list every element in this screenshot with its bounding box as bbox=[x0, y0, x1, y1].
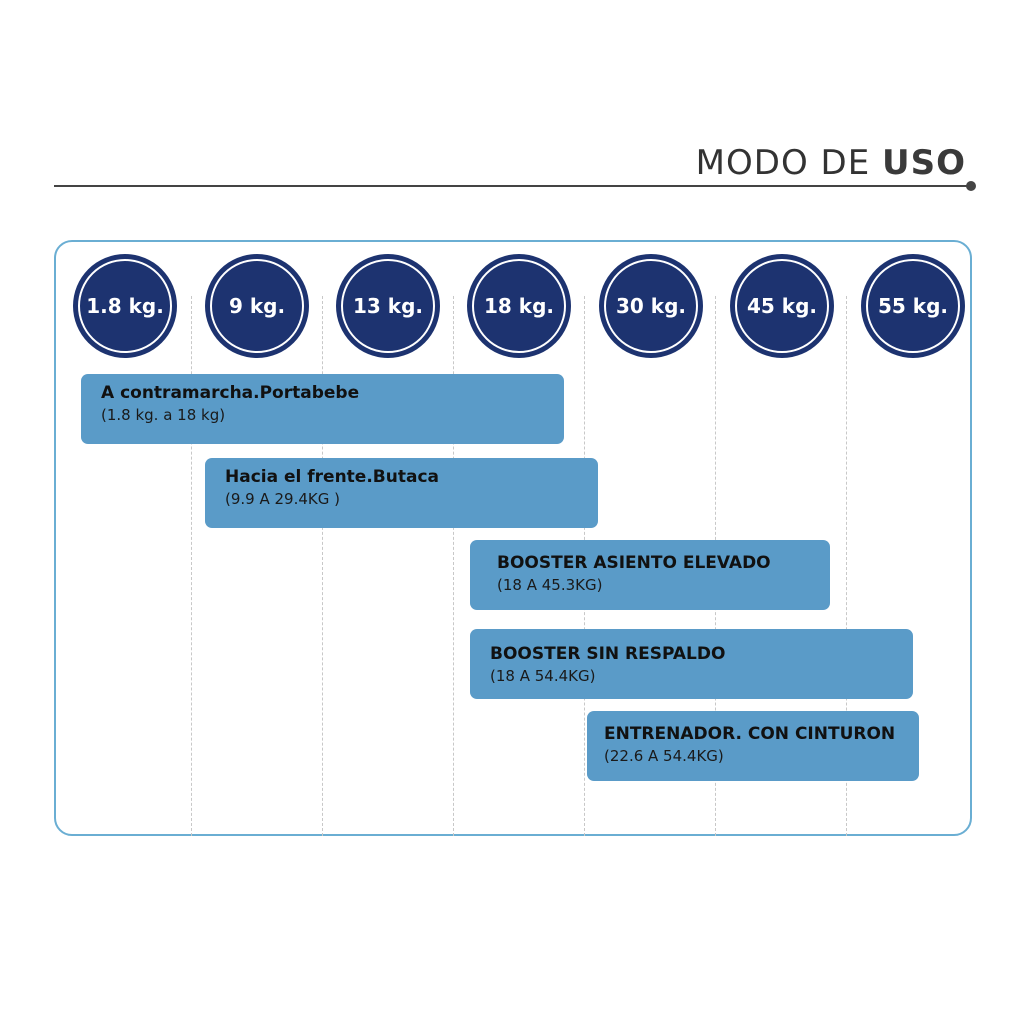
weight-circle-6: 45 kg. bbox=[730, 254, 834, 358]
page-title: MODO DE USO bbox=[696, 143, 966, 183]
weight-circle-7: 55 kg. bbox=[861, 254, 965, 358]
mode-range: (1.8 kg. a 18 kg) bbox=[101, 406, 226, 424]
mode-range: (18 A 45.3KG) bbox=[497, 576, 603, 594]
mode-bar-high-back-booster: BOOSTER ASIENTO ELEVADO (18 A 45.3KG) bbox=[470, 540, 830, 610]
mode-bar-belt-trainer: ENTRENADOR. CON CINTURON (22.6 A 54.4KG) bbox=[587, 711, 919, 781]
weight-label: 18 kg. bbox=[483, 294, 554, 318]
weight-label: 13 kg. bbox=[352, 294, 423, 318]
mode-range: (18 A 54.4KG) bbox=[490, 667, 596, 685]
title-light: MODO DE bbox=[695, 143, 882, 183]
weight-label: 1.8 kg. bbox=[86, 294, 164, 318]
mode-title: Hacia el frente.Butaca bbox=[225, 467, 440, 487]
weight-circle-2: 9 kg. bbox=[205, 254, 309, 358]
column-divider bbox=[191, 296, 192, 836]
mode-range: (9.9 A 29.4KG ) bbox=[225, 490, 340, 508]
column-divider bbox=[453, 296, 454, 836]
title-underline bbox=[54, 185, 970, 187]
weight-circle-4: 18 kg. bbox=[467, 254, 571, 358]
mode-range: (22.6 A 54.4KG) bbox=[604, 747, 724, 765]
mode-title: A contramarcha.Portabebe bbox=[101, 383, 360, 403]
weight-label: 55 kg. bbox=[877, 294, 948, 318]
weight-label: 9 kg. bbox=[228, 294, 286, 318]
mode-bar-rear-facing: A contramarcha.Portabebe (1.8 kg. a 18 k… bbox=[81, 374, 564, 444]
weight-circle-5: 30 kg. bbox=[599, 254, 703, 358]
mode-bar-backless-booster: BOOSTER SIN RESPALDO (18 A 54.4KG) bbox=[470, 629, 913, 699]
weight-circle-1: 1.8 kg. bbox=[73, 254, 177, 358]
mode-title: ENTRENADOR. CON CINTURON bbox=[604, 724, 896, 744]
weight-label: 30 kg. bbox=[615, 294, 686, 318]
column-divider bbox=[846, 296, 847, 836]
mode-title: BOOSTER SIN RESPALDO bbox=[490, 644, 726, 664]
title-bold: USO bbox=[882, 143, 966, 183]
underline-dot bbox=[966, 181, 976, 191]
weight-label: 45 kg. bbox=[746, 294, 817, 318]
column-divider bbox=[322, 296, 323, 836]
mode-bar-forward-facing: Hacia el frente.Butaca (9.9 A 29.4KG ) bbox=[205, 458, 598, 528]
weight-circle-3: 13 kg. bbox=[336, 254, 440, 358]
mode-title: BOOSTER ASIENTO ELEVADO bbox=[497, 553, 771, 573]
